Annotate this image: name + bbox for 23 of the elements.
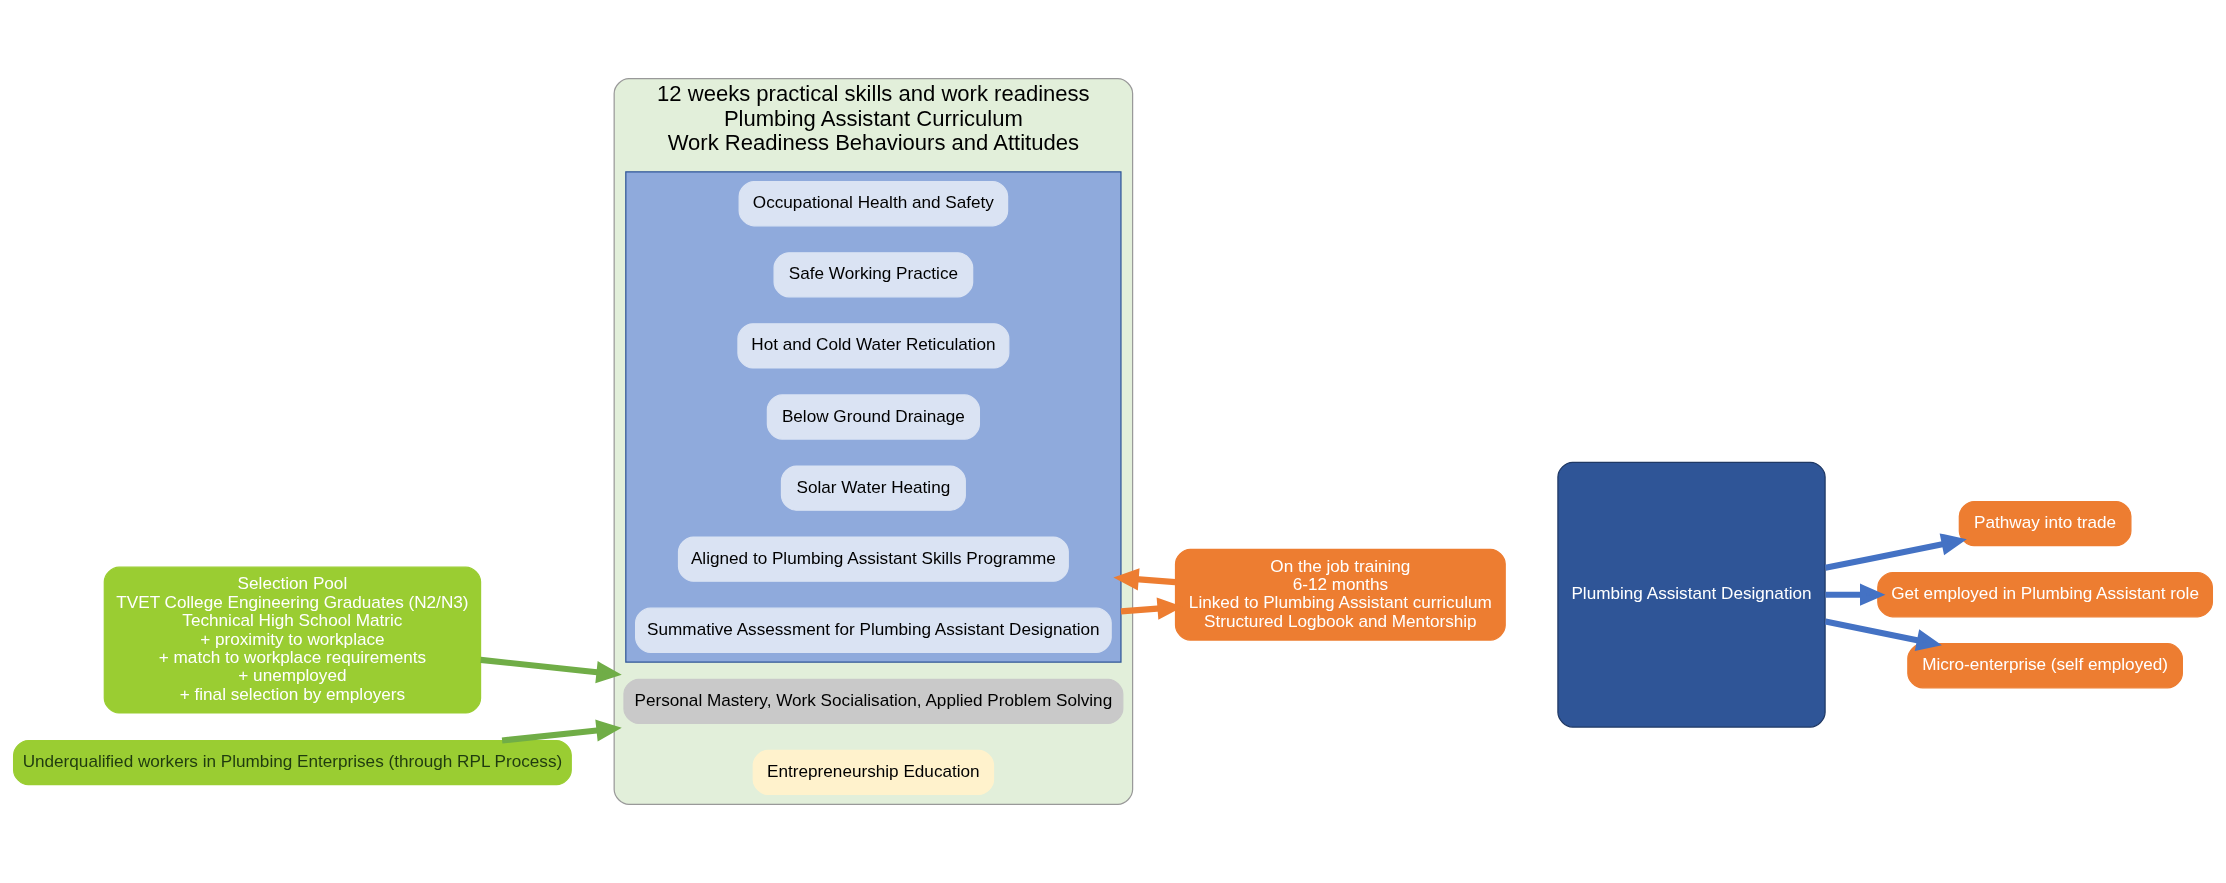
node-box: Underqualified workers in Plumbing Enterprises (through RPL Process) bbox=[12, 739, 572, 786]
arrow bbox=[501, 719, 622, 744]
node-box: Safe Working Practice bbox=[773, 252, 974, 298]
arrow bbox=[1113, 568, 1176, 591]
arrow bbox=[480, 656, 622, 684]
node-box: Below Ground Drainage bbox=[766, 394, 980, 440]
node-box: Hot and Cold Water Reticulation bbox=[737, 323, 1010, 369]
arrow bbox=[1824, 533, 1967, 571]
node-box: Get employed in Plumbing Assistant role bbox=[1877, 572, 2214, 618]
node-box: Pathway into trade bbox=[1958, 500, 2132, 547]
node-box: Occupational Health and Safety bbox=[738, 181, 1009, 227]
node-box: Personal Mastery, Work Socialisation, Applied Problem Solving bbox=[623, 678, 1124, 724]
node-box: Solar Water Heating bbox=[780, 465, 966, 511]
node-box: On the job training 6-12 months Linked to Plumbing Assistant curriculum Structured Logbook and Mentorship bbox=[1174, 548, 1506, 641]
node-box: Entrepreneurship Education bbox=[752, 749, 995, 796]
node-box: Plumbing Assistant Designation bbox=[1557, 461, 1826, 728]
node-box: Aligned to Plumbing Assistant Skills Programme bbox=[677, 536, 1069, 582]
arrow bbox=[1824, 618, 1942, 651]
node-box: Selection Pool TVET College Engineering Graduates (N2/N3) Technical High School Matric + proximity to workplace + match to workplace requirements + unemployed + final selection by employers bbox=[103, 566, 482, 714]
arrow bbox=[1825, 583, 1886, 606]
cluster bbox=[625, 171, 1122, 663]
node-box: Summative Assessment for Plumbing Assistant Designation bbox=[635, 607, 1112, 653]
node-box: Micro-enterprise (self employed) bbox=[1907, 643, 2183, 689]
